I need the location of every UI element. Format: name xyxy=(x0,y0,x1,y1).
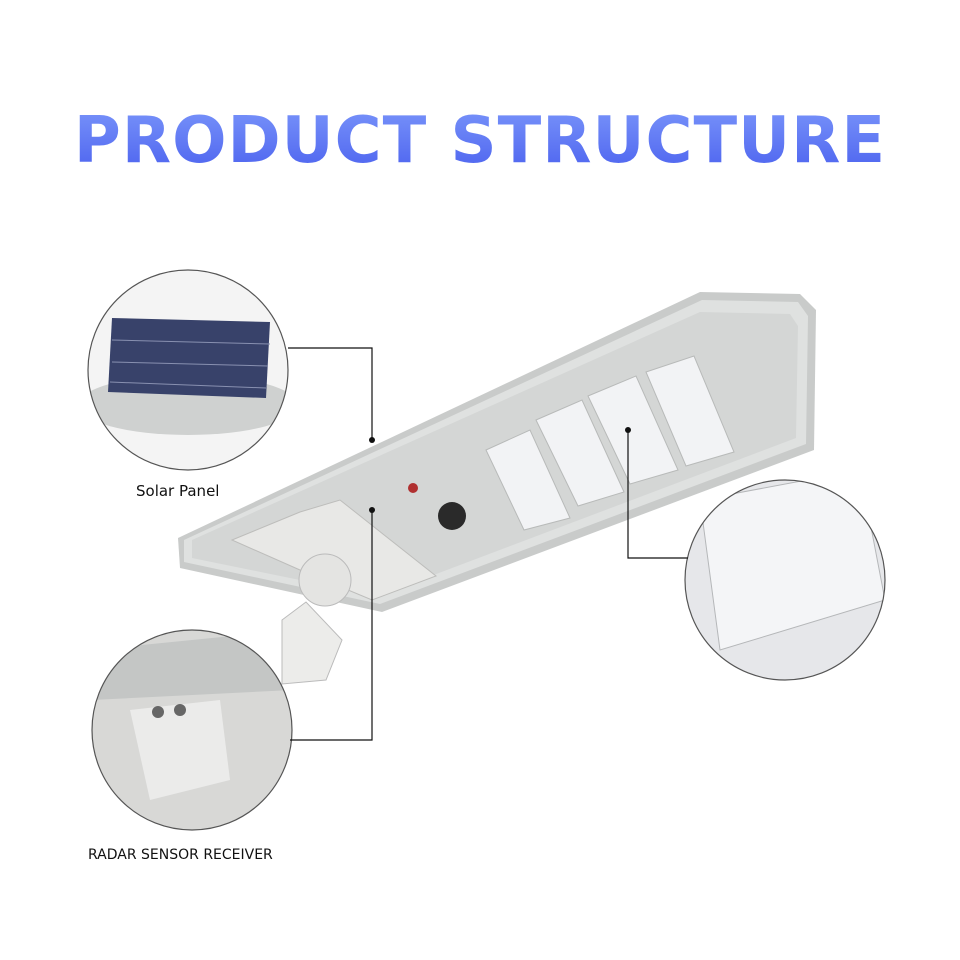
led-module xyxy=(535,399,625,507)
street-light-housing xyxy=(178,292,816,685)
solar-panel-label: Solar Panel xyxy=(136,482,220,500)
led-module xyxy=(645,355,735,467)
page-title: PRODUCT STRUCTURE xyxy=(0,104,960,178)
indicator-light xyxy=(408,483,418,493)
leader-lines xyxy=(288,347,688,741)
solar-panel-zoom xyxy=(88,270,288,470)
mounting-bracket xyxy=(230,499,438,601)
led-module xyxy=(587,375,679,485)
pole-adapter xyxy=(281,601,343,685)
led-module-zoom xyxy=(685,480,885,680)
led-module xyxy=(485,429,571,531)
radar-sensor-label: RADAR SENSOR RECEIVER xyxy=(88,847,273,863)
radar-sensor-zoom xyxy=(92,630,292,830)
sensor-lens xyxy=(438,502,466,530)
